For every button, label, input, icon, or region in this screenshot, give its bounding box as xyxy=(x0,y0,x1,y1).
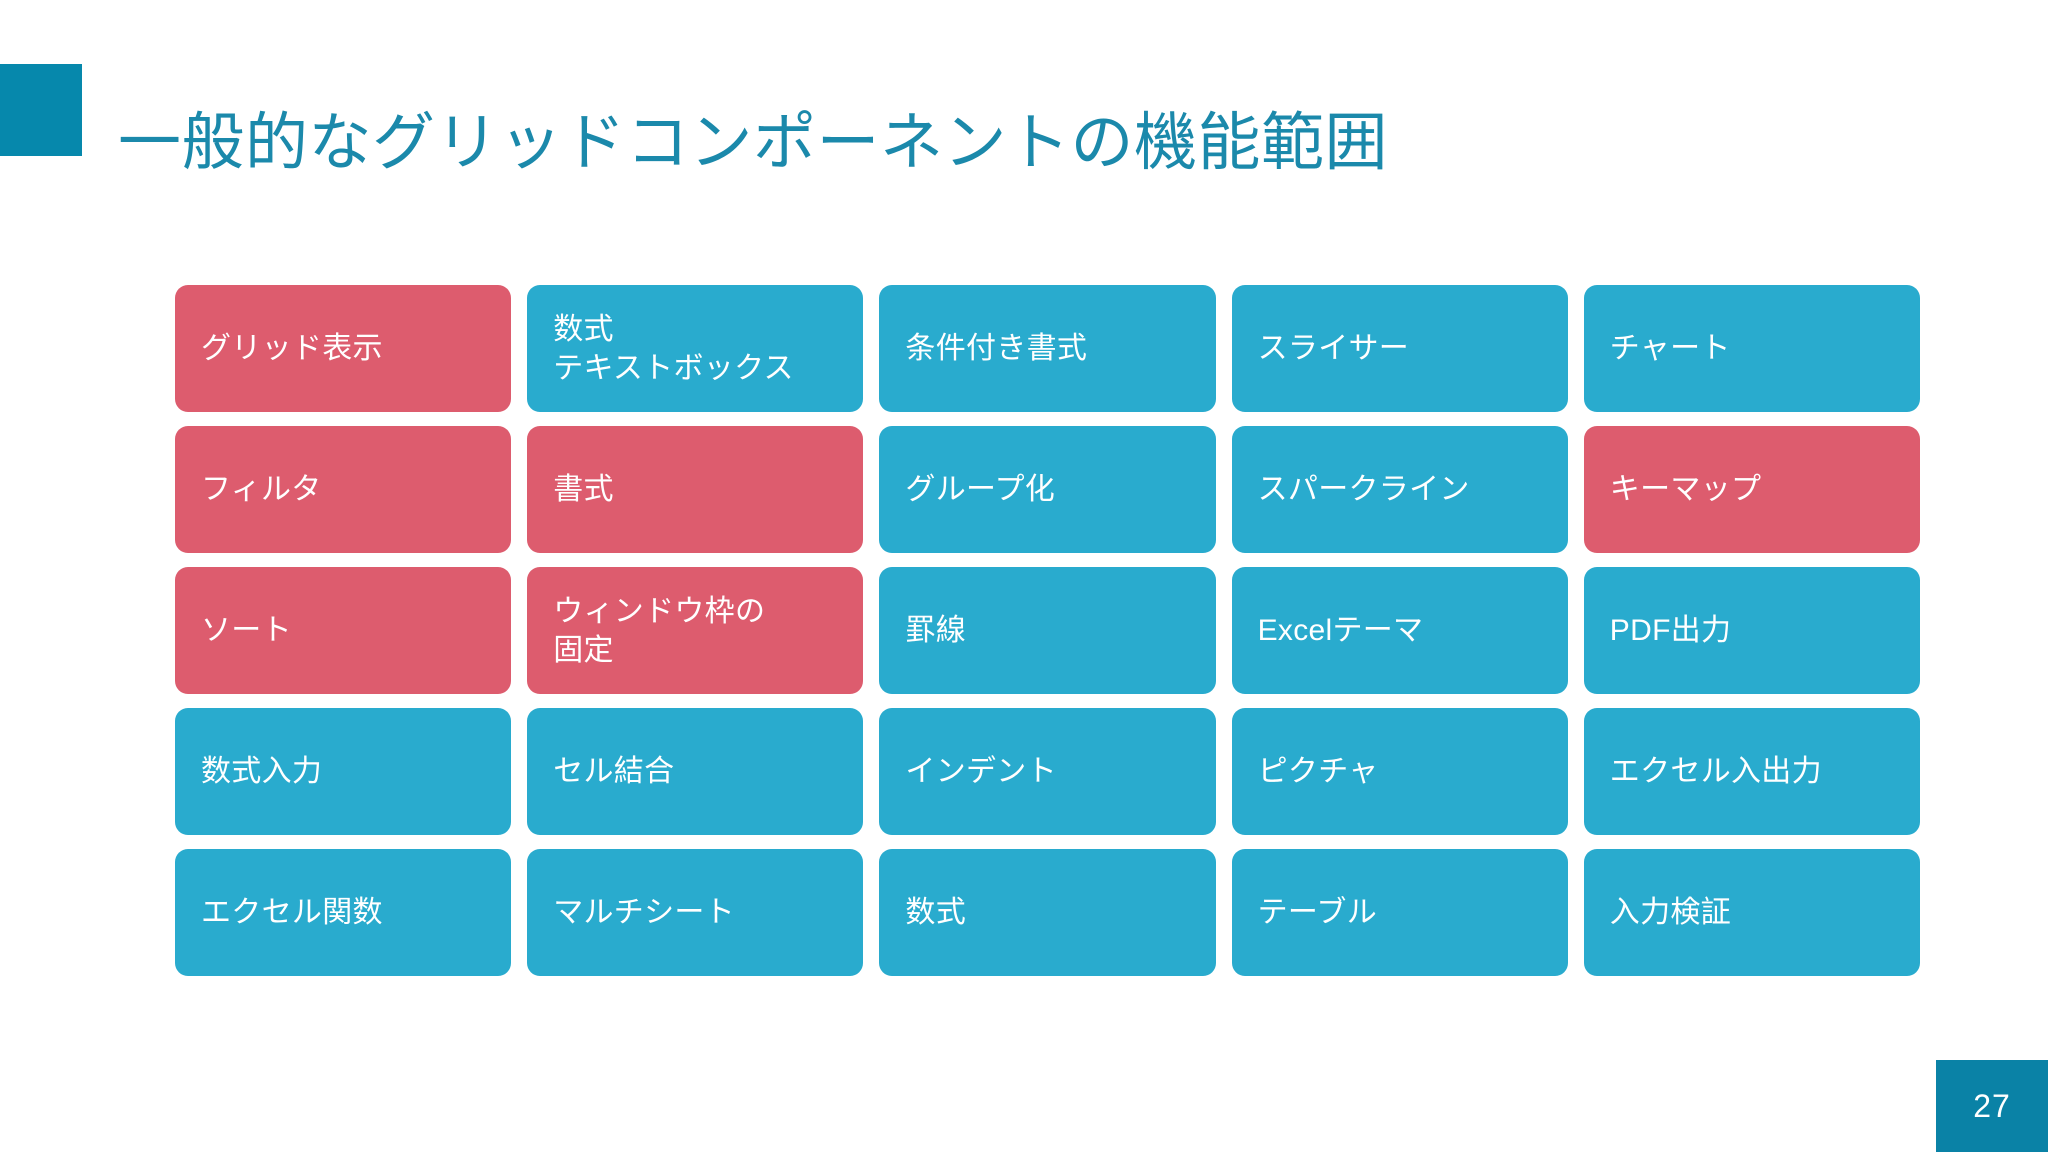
feature-cell-label: 数式 xyxy=(905,896,966,929)
feature-cell-label: ウィンドウ枠の 固定 xyxy=(553,594,766,667)
feature-cell-label: セル結合 xyxy=(553,755,675,788)
feature-cell[interactable]: 入力検証 xyxy=(1583,849,1920,976)
feature-cell-label: フィルタ xyxy=(201,473,322,506)
feature-cell[interactable]: マルチシート xyxy=(527,849,864,976)
feature-cell-label: マルチシート xyxy=(553,896,735,929)
feature-cell-label: テーブル xyxy=(1257,896,1377,929)
feature-cell[interactable]: 数式入力 xyxy=(175,708,512,835)
feature-cell-label: スパークライン xyxy=(1257,473,1470,506)
feature-cell[interactable]: ソート xyxy=(175,567,512,694)
feature-grid: グリッド表示 数式 テキストボックス 条件付き書式 スライサー チャートフィルタ 書式 グル… xyxy=(175,285,1920,976)
feature-cell-label: 数式 テキストボックス xyxy=(553,312,794,385)
feature-cell[interactable]: セル結合 xyxy=(527,708,864,835)
feature-cell-label: Excelテーマ xyxy=(1257,614,1424,647)
feature-cell[interactable]: PDF出力 xyxy=(1583,567,1920,694)
feature-cell-label: スライサー xyxy=(1257,332,1410,365)
feature-cell-label: チャート xyxy=(1609,332,1731,365)
feature-cell[interactable]: キーマップ xyxy=(1583,426,1920,553)
feature-cell[interactable]: 条件付き書式 xyxy=(879,285,1216,412)
feature-cell-label: 罫線 xyxy=(905,614,966,647)
feature-cell-label: PDF出力 xyxy=(1609,614,1732,647)
feature-cell[interactable]: グループ化 xyxy=(879,426,1216,553)
feature-cell[interactable]: グリッド表示 xyxy=(175,285,512,412)
feature-cell-label: キーマップ xyxy=(1609,473,1762,506)
feature-cell[interactable]: Excelテーマ xyxy=(1231,567,1568,694)
feature-cell[interactable]: 数式 テキストボックス xyxy=(527,285,864,412)
feature-cell[interactable]: インデント xyxy=(879,708,1216,835)
feature-cell-label: 書式 xyxy=(553,473,614,506)
feature-cell[interactable]: エクセル関数 xyxy=(175,849,512,976)
feature-cell[interactable]: 書式 xyxy=(527,426,864,553)
feature-cell-label: 数式入力 xyxy=(201,755,323,788)
feature-cell[interactable]: フィルタ xyxy=(175,426,512,553)
feature-cell-label: エクセル入出力 xyxy=(1609,755,1822,788)
feature-cell[interactable]: スパークライン xyxy=(1231,426,1568,553)
feature-cell[interactable]: ウィンドウ枠の 固定 xyxy=(527,567,864,694)
feature-cell-label: グリッド表示 xyxy=(201,332,383,365)
feature-cell[interactable]: 数式 xyxy=(879,849,1216,976)
feature-cell[interactable]: スライサー xyxy=(1231,285,1568,412)
feature-cell[interactable]: 罫線 xyxy=(879,567,1216,694)
feature-cell-label: インデント xyxy=(905,755,1057,788)
feature-cell-label: グループ化 xyxy=(905,473,1056,506)
feature-cell-label: エクセル関数 xyxy=(201,896,383,929)
feature-cell[interactable]: エクセル入出力 xyxy=(1583,708,1920,835)
page-number-badge: 27 xyxy=(1936,1060,2048,1152)
feature-cell-label: ピクチャ xyxy=(1257,755,1379,788)
feature-cell[interactable]: ピクチャ xyxy=(1231,708,1568,835)
feature-cell-label: ソート xyxy=(201,614,292,647)
feature-cell-label: 入力検証 xyxy=(1609,896,1731,929)
title-accent-square xyxy=(0,64,82,156)
feature-cell-label: 条件付き書式 xyxy=(905,332,1088,365)
page-title: 一般的なグリッドコンポーネントの機能範囲 xyxy=(118,107,1388,178)
feature-cell[interactable]: チャート xyxy=(1583,285,1920,412)
feature-cell[interactable]: テーブル xyxy=(1231,849,1568,976)
